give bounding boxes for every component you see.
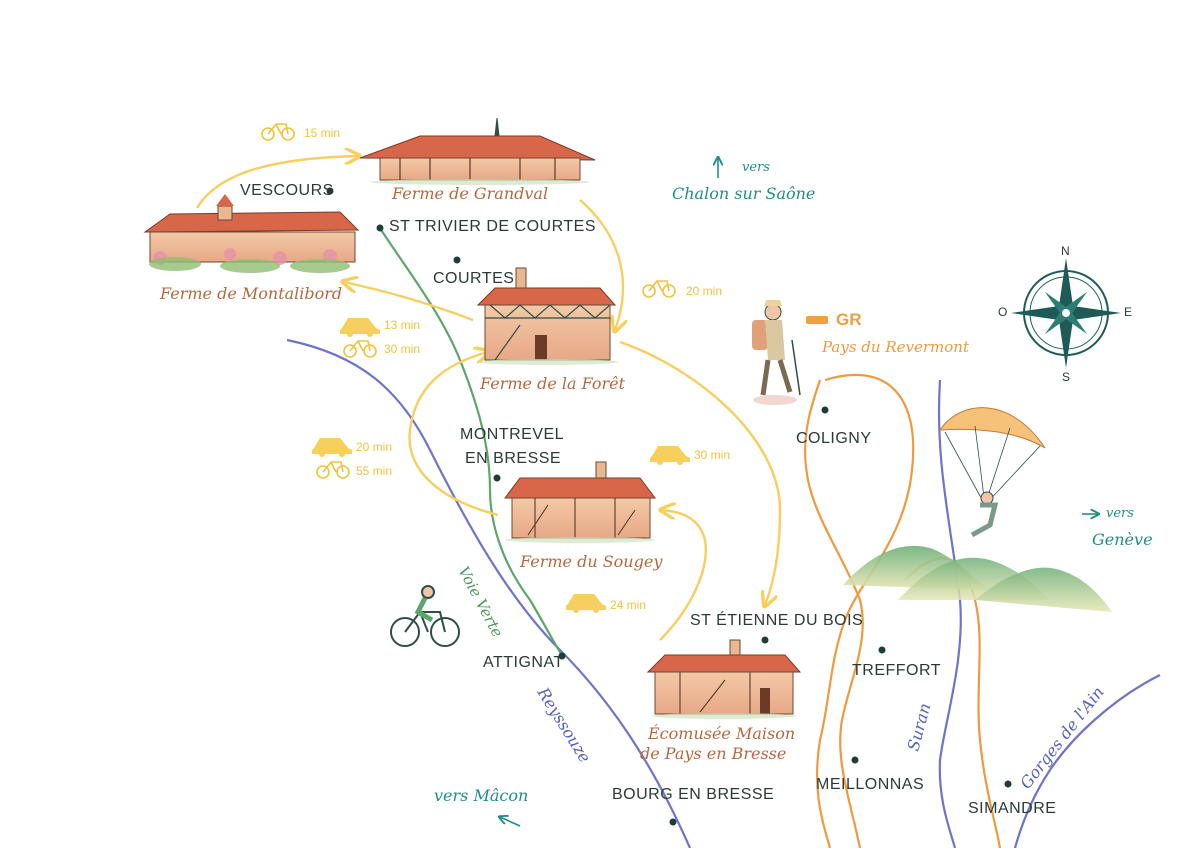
town-dots bbox=[326, 187, 1012, 826]
arrow-foret-stetienne bbox=[619, 340, 782, 605]
farm-sougey-label: Ferme du Sougey bbox=[520, 552, 663, 571]
pays-revermont-label: Pays du Revermont bbox=[822, 338, 969, 356]
time-car-13: 13 min bbox=[384, 318, 421, 332]
town-montrevel: MONTREVEL bbox=[460, 426, 565, 443]
arrow-montalibord-grandval bbox=[195, 156, 358, 209]
paraglider-illustration bbox=[939, 407, 1046, 538]
bicycle-icon bbox=[343, 340, 377, 358]
reyssouze-river bbox=[286, 338, 692, 848]
time-bike-15: 15 min bbox=[304, 126, 341, 140]
compass-n: N bbox=[1061, 244, 1070, 258]
compass-rose bbox=[1011, 258, 1121, 368]
route-arrows bbox=[195, 156, 782, 641]
farm-sougey-illustration bbox=[504, 461, 656, 543]
town-st-etienne: ST ÉTIENNE DU BOIS bbox=[690, 612, 864, 629]
suran-label: Suran bbox=[904, 701, 935, 753]
compass-o: O bbox=[998, 305, 1008, 319]
cyclist-illustration bbox=[390, 585, 460, 647]
time-car-30: 30 min bbox=[694, 448, 731, 462]
farm-grandval-label: Ferme de Grandval bbox=[392, 184, 549, 203]
compass-e: E bbox=[1124, 305, 1133, 319]
farm-foret-illustration bbox=[476, 267, 618, 365]
bicycle-icon bbox=[642, 280, 676, 298]
time-car-20: 20 min bbox=[356, 440, 393, 454]
car-icon bbox=[312, 438, 352, 457]
hiker-illustration bbox=[752, 300, 801, 405]
farm-montalibord-illustration bbox=[143, 194, 360, 273]
town-meillonnas: MEILLONNAS bbox=[816, 776, 925, 793]
compass-s: S bbox=[1062, 370, 1071, 384]
farm-montalibord-label: Ferme de Montalibord bbox=[160, 284, 343, 303]
ain-river bbox=[1013, 674, 1161, 848]
dir-chalon-vers: vers bbox=[742, 160, 770, 175]
town-coligny: COLIGNY bbox=[796, 430, 872, 447]
suran-river bbox=[937, 379, 962, 848]
bicycle-icon bbox=[261, 123, 295, 141]
gorges-label: Gorges de l'Ain bbox=[1016, 683, 1108, 793]
time-bike-30: 30 min bbox=[384, 342, 421, 356]
arrow-grandval-foret bbox=[579, 199, 623, 330]
farm-ecomusee-illustration bbox=[646, 639, 802, 719]
arrow-foret-montalibord bbox=[344, 282, 474, 322]
dir-macon: vers Mâcon bbox=[434, 786, 529, 805]
time-bike-20: 20 min bbox=[686, 284, 723, 298]
car-icon bbox=[340, 318, 380, 337]
town-simandre: SIMANDRE bbox=[968, 800, 1057, 817]
town-montrevel-2: EN BRESSE bbox=[465, 450, 562, 467]
bicycle-icon bbox=[316, 461, 350, 479]
arrow-downleft-icon bbox=[500, 817, 521, 827]
town-st-trivier: ST TRIVIER DE COURTES bbox=[389, 218, 596, 235]
dir-geneve: Genève bbox=[1092, 530, 1153, 549]
town-treffort: TREFFORT bbox=[852, 662, 942, 679]
gr-label: GR bbox=[836, 310, 862, 329]
car-icon bbox=[566, 594, 606, 613]
town-attignat: ATTIGNAT bbox=[483, 654, 564, 671]
farm-grandval-illustration bbox=[359, 117, 596, 185]
town-bourg: BOURG EN BRESSE bbox=[612, 786, 775, 803]
dir-geneve-vers: vers bbox=[1106, 506, 1134, 521]
time-car-24: 24 min bbox=[610, 598, 647, 612]
voie-verte-path bbox=[379, 227, 563, 656]
town-vescours: VESCOURS bbox=[240, 182, 334, 199]
arrow-ecomusee-sougey bbox=[660, 510, 707, 641]
dir-chalon: Chalon sur Saône bbox=[672, 184, 816, 203]
rivers bbox=[286, 338, 1161, 848]
car-icon bbox=[650, 446, 690, 465]
farm-foret-label: Ferme de la Forêt bbox=[480, 374, 626, 393]
farm-ecomusee-label: Écomusée Maison bbox=[648, 724, 796, 743]
hills-illustration bbox=[843, 545, 1112, 612]
town-courtes: COURTES bbox=[433, 270, 515, 287]
reyssouze-label: Reyssouze bbox=[533, 683, 595, 766]
arrow-sougey-foret bbox=[408, 352, 499, 517]
gr-marker bbox=[806, 316, 828, 324]
farm-ecomusee-label-2: de Pays en Bresse bbox=[640, 744, 787, 763]
time-bike-55: 55 min bbox=[356, 464, 393, 478]
